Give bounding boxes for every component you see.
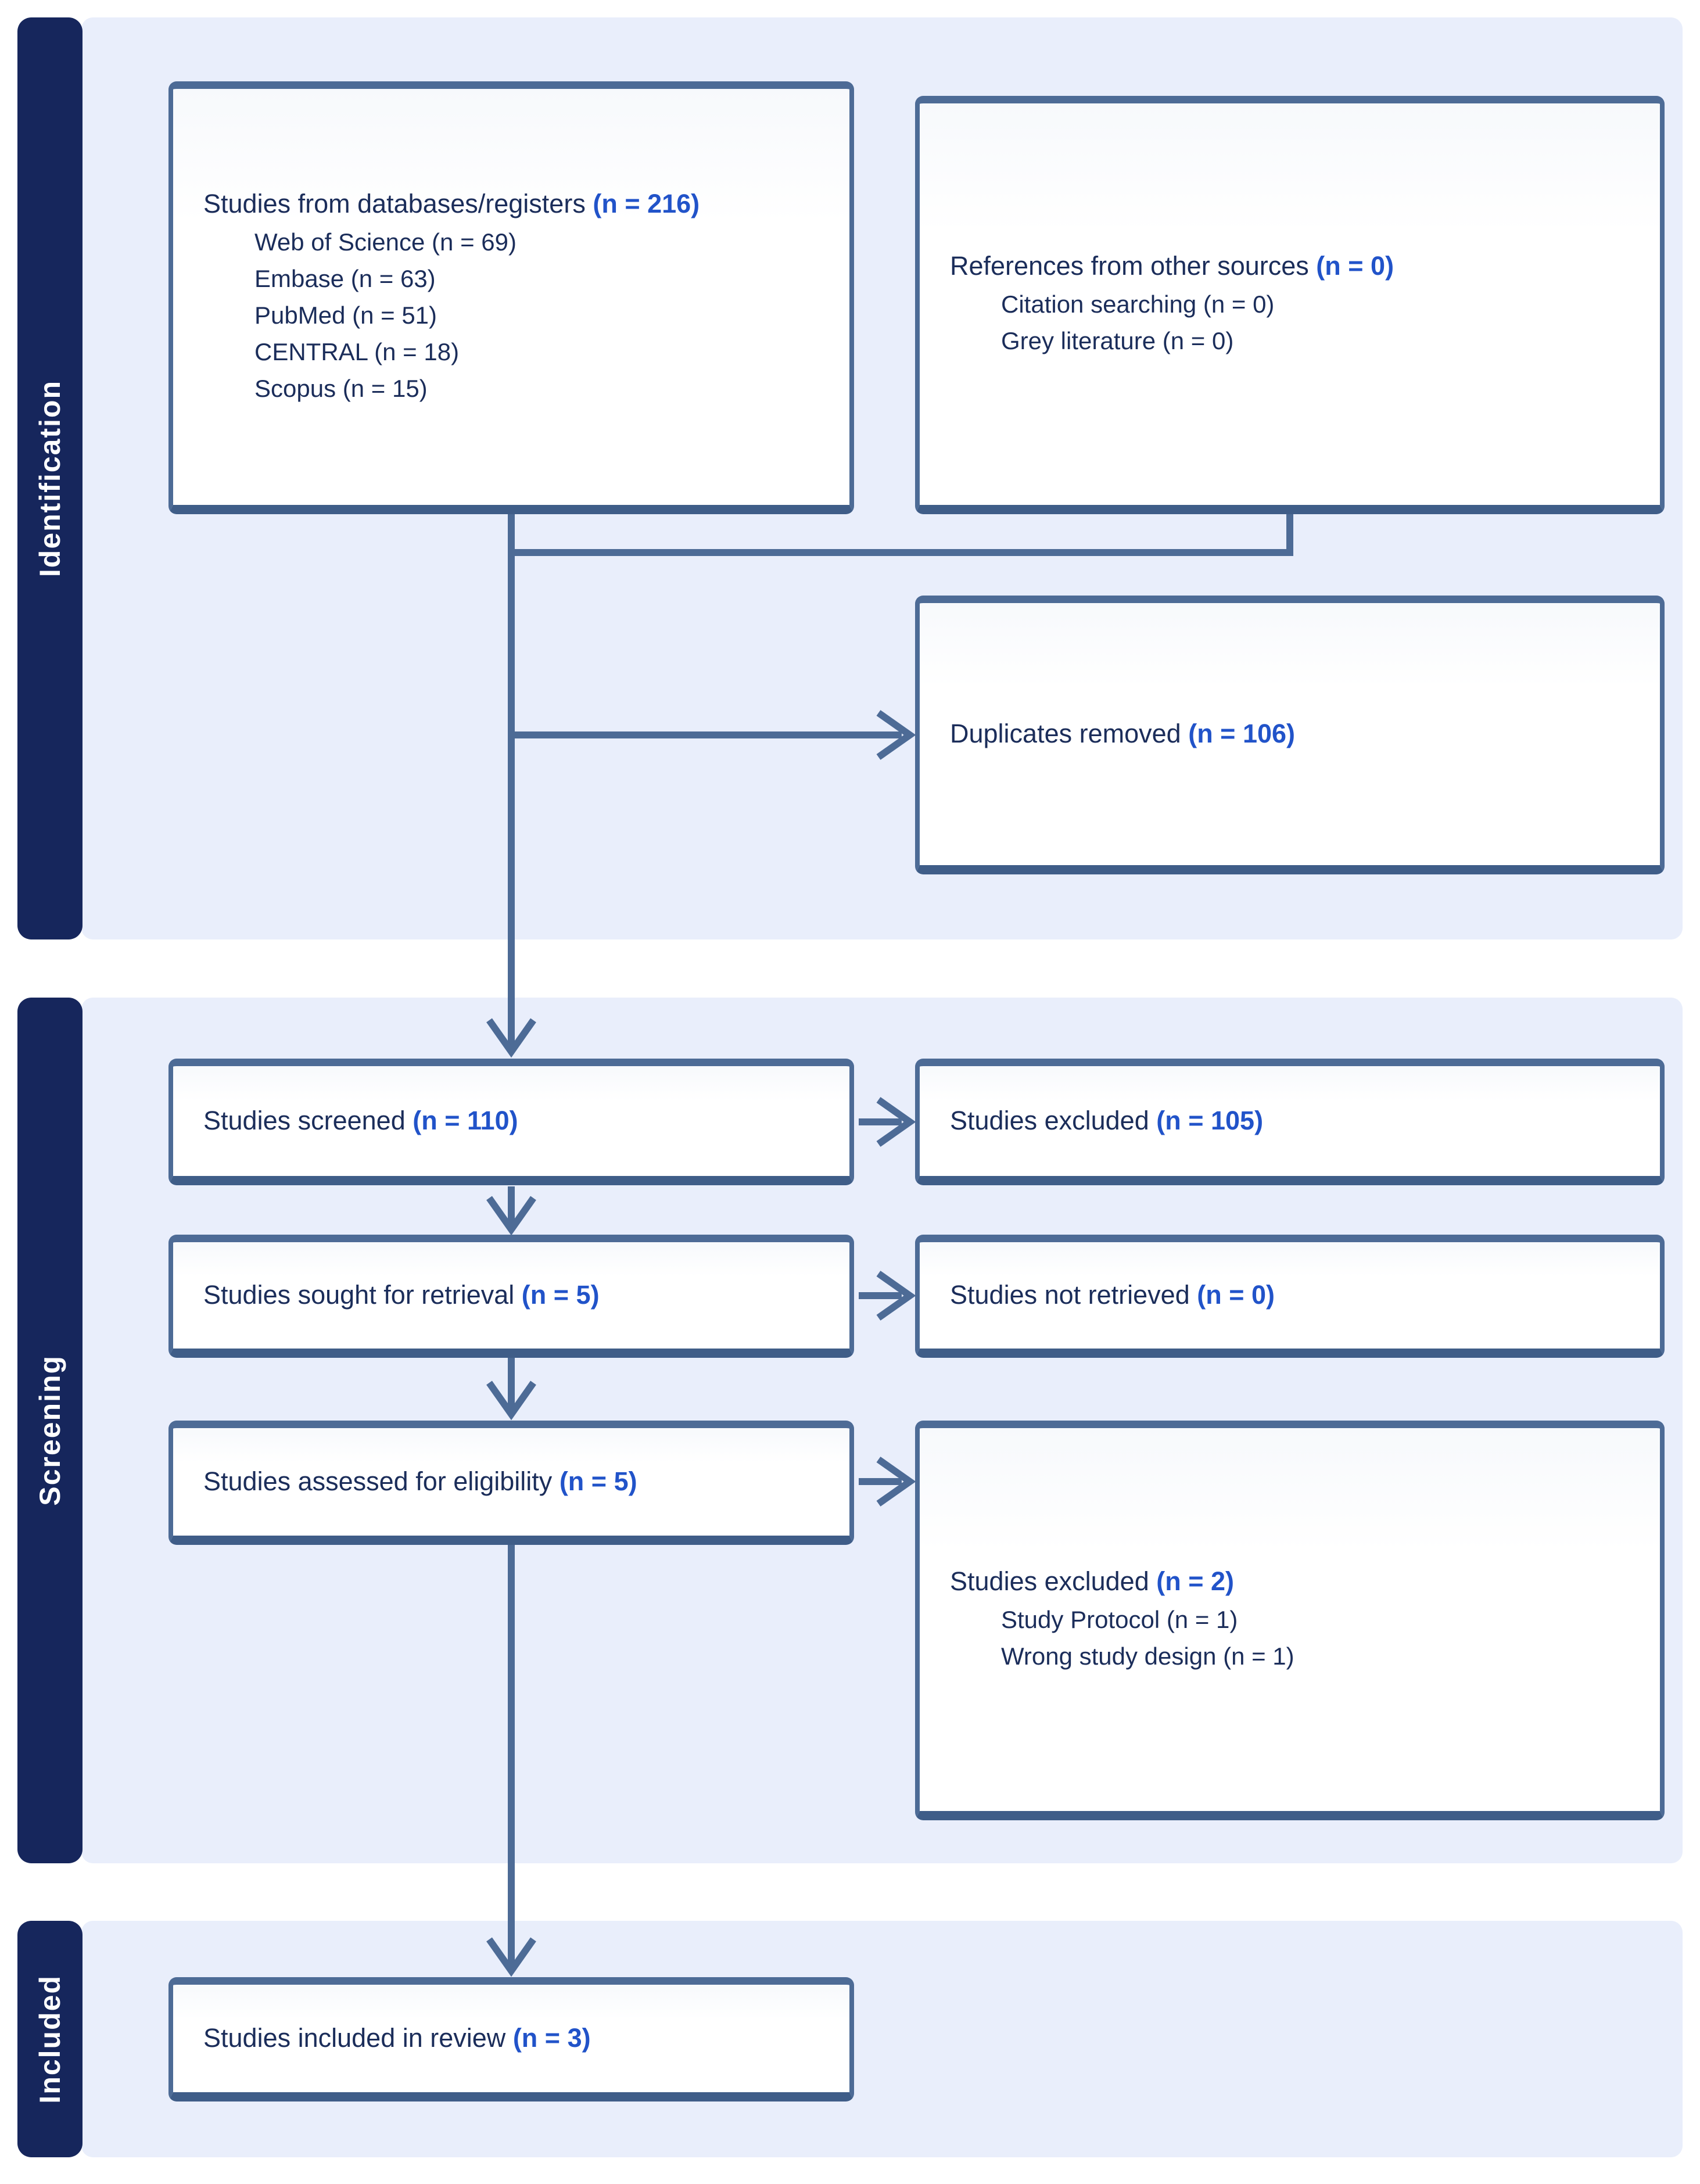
box-studies-screened: Studies screened (n = 110) xyxy=(168,1059,854,1185)
box-screened-title-text: Studies screened xyxy=(203,1106,406,1136)
box-studies-assessed: Studies assessed for eligibility (n = 5) xyxy=(168,1421,854,1545)
box-screened-count: (n = 110) xyxy=(413,1106,518,1136)
box-studies-excluded-eligibility: Studies excluded (n = 2) Study Protocol … xyxy=(915,1421,1665,1820)
box-excluded-screening-title-text: Studies excluded xyxy=(950,1106,1149,1136)
box-databases: Studies from databases/registers (n = 21… xyxy=(168,81,854,514)
list-item: Citation searching (n = 0) xyxy=(1001,290,1275,318)
sidebar-bar-identification: Identification xyxy=(17,17,83,939)
box-excluded-screening-title: Studies excluded (n = 105) xyxy=(950,1104,1646,1138)
box-included-title-text: Studies included in review xyxy=(203,2023,506,2053)
box-screened-title: Studies screened (n = 110) xyxy=(203,1104,835,1138)
box-studies-not-retrieved: Studies not retrieved (n = 0) xyxy=(915,1235,1665,1358)
box-assessed-title-text: Studies assessed for eligibility xyxy=(203,1466,553,1497)
box-assessed-title: Studies assessed for eligibility (n = 5) xyxy=(203,1465,835,1499)
box-sought-title-text: Studies sought for retrieval xyxy=(203,1280,515,1310)
box-other-sources-title-text: References from other sources xyxy=(950,251,1309,281)
box-databases-items: Web of Science (n = 69) Embase (n = 63) … xyxy=(254,224,835,407)
box-duplicates-count: (n = 106) xyxy=(1188,719,1296,749)
box-duplicates-title: Duplicates removed (n = 106) xyxy=(950,717,1646,751)
box-not-retrieved-count: (n = 0) xyxy=(1197,1280,1275,1310)
list-item: Embase (n = 63) xyxy=(254,264,436,292)
identification-label: Identification xyxy=(34,379,66,578)
list-item: Scopus (n = 15) xyxy=(254,374,428,402)
box-excluded-eligibility-title-text: Studies excluded xyxy=(950,1566,1149,1597)
sidebar-bar-screening: Screening xyxy=(17,998,83,1863)
box-not-retrieved-title: Studies not retrieved (n = 0) xyxy=(950,1278,1646,1312)
list-item: Grey literature (n = 0) xyxy=(1001,327,1234,354)
box-excluded-eligibility-count: (n = 2) xyxy=(1156,1566,1235,1597)
box-other-sources-items: Citation searching (n = 0) Grey literatu… xyxy=(1001,286,1646,359)
box-duplicates-title-text: Duplicates removed xyxy=(950,719,1181,749)
box-studies-excluded-screening: Studies excluded (n = 105) xyxy=(915,1059,1665,1185)
box-not-retrieved-title-text: Studies not retrieved xyxy=(950,1280,1190,1310)
box-studies-sought: Studies sought for retrieval (n = 5) xyxy=(168,1235,854,1358)
included-label: Included xyxy=(34,1974,66,2104)
screening-label: Screening xyxy=(34,1355,66,1506)
list-item: Web of Science (n = 69) xyxy=(254,228,517,256)
list-item: Wrong study design (n = 1) xyxy=(1001,1642,1294,1670)
list-item: PubMed (n = 51) xyxy=(254,301,437,329)
box-other-sources-count: (n = 0) xyxy=(1316,251,1394,281)
box-databases-title-text: Studies from databases/registers xyxy=(203,189,586,219)
box-excluded-eligibility-title: Studies excluded (n = 2) xyxy=(950,1565,1646,1599)
box-excluded-eligibility-items: Study Protocol (n = 1) Wrong study desig… xyxy=(1001,1601,1646,1674)
box-other-sources-title: References from other sources (n = 0) xyxy=(950,249,1646,284)
list-item: Study Protocol (n = 1) xyxy=(1001,1605,1238,1633)
list-item: CENTRAL (n = 18) xyxy=(254,338,460,365)
box-other-sources: References from other sources (n = 0) Ci… xyxy=(915,96,1665,514)
box-included-count: (n = 3) xyxy=(512,2023,591,2053)
box-duplicates-removed: Duplicates removed (n = 106) xyxy=(915,596,1665,874)
sidebar-bar-included: Included xyxy=(17,1921,83,2157)
box-assessed-count: (n = 5) xyxy=(559,1466,637,1497)
box-sought-count: (n = 5) xyxy=(521,1280,600,1310)
box-sought-title: Studies sought for retrieval (n = 5) xyxy=(203,1278,835,1312)
box-databases-title: Studies from databases/registers (n = 21… xyxy=(203,187,835,221)
box-excluded-screening-count: (n = 105) xyxy=(1156,1106,1264,1136)
box-studies-included: Studies included in review (n = 3) xyxy=(168,1977,854,2101)
box-databases-count: (n = 216) xyxy=(593,189,700,219)
box-included-title: Studies included in review (n = 3) xyxy=(203,2021,835,2056)
